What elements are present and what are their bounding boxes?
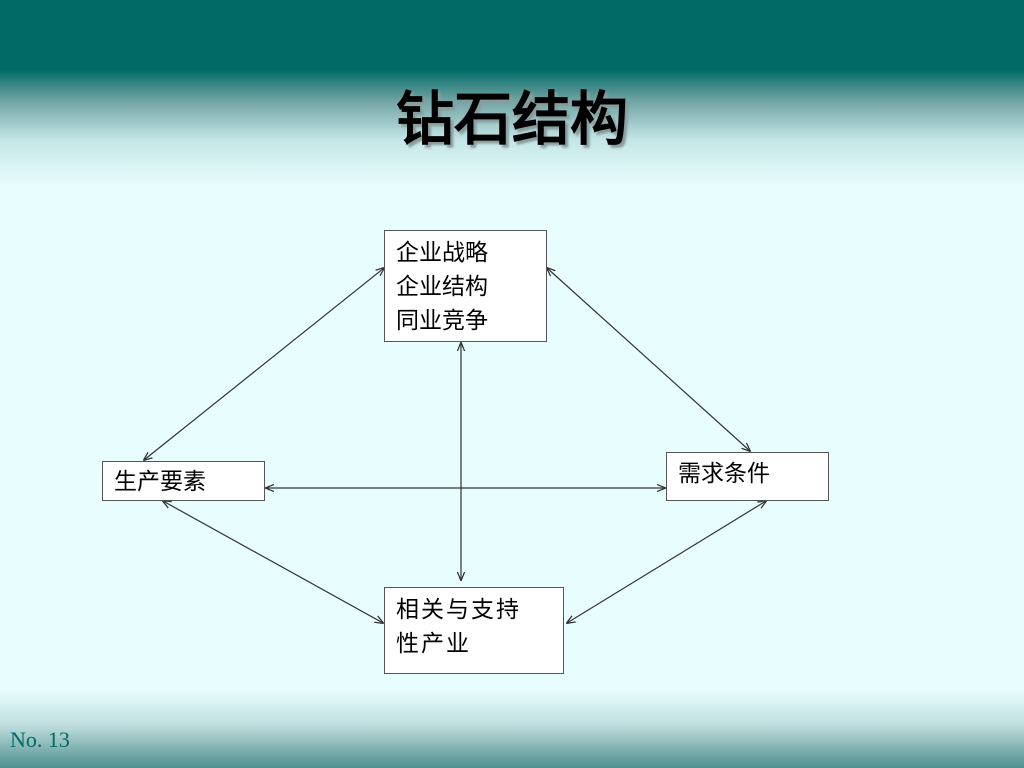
edge-top-right — [547, 268, 750, 451]
edge-top-left — [144, 268, 384, 460]
node-label: 性产业 — [396, 631, 471, 657]
page-number: No. 13 — [10, 727, 70, 752]
node-label: 生产要素 — [114, 469, 206, 495]
node-label: 需求条件 — [678, 461, 770, 487]
node-label: 同业竞争 — [396, 308, 488, 334]
node-label: 相关与支持 — [396, 597, 521, 623]
edge-left-bottom — [163, 501, 383, 623]
node-label: 企业战略 — [396, 240, 488, 266]
node-factor-conditions: 生产要素 — [102, 461, 265, 501]
edge-right-bottom — [567, 501, 766, 623]
node-related-industries: 相关与支持 性产业 — [384, 587, 564, 674]
node-label: 企业结构 — [396, 274, 488, 300]
node-corporate-strategy: 企业战略 企业结构 同业竞争 — [384, 230, 547, 342]
node-demand-conditions: 需求条件 — [666, 452, 829, 501]
slide-title: 钻石结构 — [395, 85, 628, 153]
